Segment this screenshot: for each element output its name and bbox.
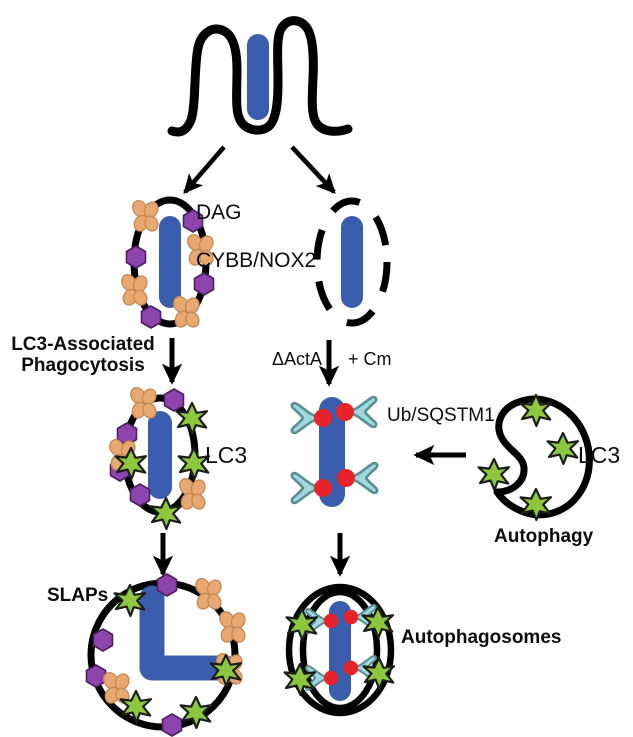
label-slaps: SLAPs [47, 585, 109, 606]
label-cybb-nox2: CYBB/NOX2 [196, 249, 317, 272]
stage-slap [85, 573, 249, 737]
label-lap-line1: LC3-Associated [11, 334, 155, 355]
label-lc3-associated-phagocytosis: LC3-Associated Phagocytosis [8, 334, 158, 376]
label-lc3-lap: LC3 [205, 442, 248, 468]
stage-cytosolic-bacterium [290, 395, 379, 507]
phagocytic-cup-membrane [167, 16, 353, 137]
bacterium-rod-damaged [341, 216, 363, 308]
damaged-phagosome-membrane [313, 197, 391, 327]
bacterium-rod-lap-vesicle [148, 411, 172, 499]
stage-lap-vesicle-lc3 [106, 384, 211, 531]
arrow-cup-to-lap [183, 145, 226, 194]
label-autophagosomes: Autophagosomes [401, 627, 562, 648]
label-autophagy: Autophagy [494, 526, 594, 547]
bacterium-bent-slap [139, 585, 239, 681]
label-lc3-autophagy: LC3 [578, 442, 621, 468]
label-ub-sqstm1: Ub/SQSTM1 [387, 405, 495, 426]
stage-phagophore [477, 393, 593, 522]
stage-damaged-phagosome [313, 197, 391, 327]
label-delta-acta: ΔActA [272, 349, 323, 369]
bacterium-rod-phagosome [159, 216, 181, 308]
stage-phagocytic-cup [167, 16, 353, 137]
label-dag: DAG [196, 201, 242, 224]
stage-autophagosome [283, 583, 396, 717]
label-plus-cm: + Cm [348, 349, 392, 369]
bacterium-rod-cup [247, 34, 269, 120]
label-lap-line2: Phagocytosis [21, 354, 145, 376]
stage-lap-phagosome [118, 196, 217, 330]
arrow-cup-to-damaged [290, 145, 336, 194]
